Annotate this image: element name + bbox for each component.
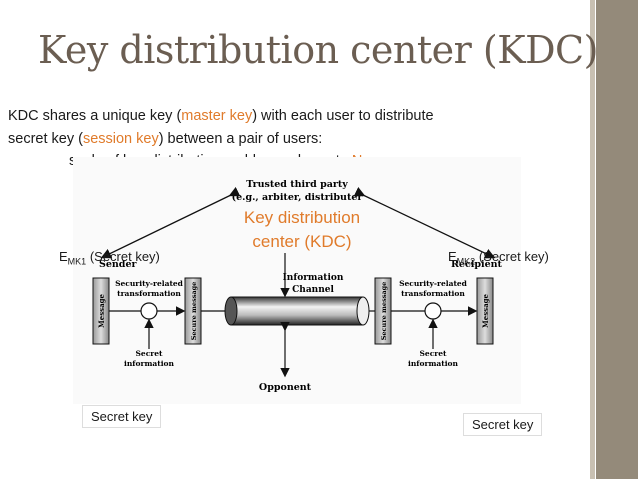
secret-key-left-box: Secret key (82, 405, 162, 428)
trusted-party-label: Trusted third party (246, 179, 348, 190)
sender-transform-node (140, 302, 158, 320)
emk2-suffix: (Secret key) (478, 249, 549, 264)
side-bar (596, 0, 638, 479)
sender-srt-label-2: transformation (117, 289, 181, 298)
sender-secure-message-label: Secure message (190, 282, 198, 341)
line2-text-a: secret key ( (8, 131, 83, 147)
emk1-suffix: (Secret key) (89, 249, 160, 264)
slide-title: Key distribution center (KDC) (38, 28, 598, 72)
recipient-transform-node (424, 302, 442, 320)
arrow-to-sender (100, 186, 241, 259)
line1-text-a: KDC shares a unique key ( (8, 108, 182, 124)
pipe-right-end (356, 296, 370, 326)
line2-text-c: ) between a pair of users: (158, 131, 323, 147)
recipient-message-box (476, 277, 494, 345)
emk2-label: EMK2 (Secret key) (448, 249, 549, 267)
emk1-prefix: E (59, 249, 68, 264)
sender-secret-label-2: information (124, 359, 175, 368)
pipe-left-end (224, 296, 238, 326)
recipient-secret-label-1: Secret (420, 349, 447, 358)
emk2-prefix: E (448, 249, 457, 264)
side-stripe (590, 0, 595, 479)
body-line-2: secret key (session key) between a pair … (8, 131, 322, 147)
diagram-svg: Trusted third party (e.g., arbiter, dist… (92, 179, 503, 393)
network-security-diagram: Trusted third party (e.g., arbiter, dist… (73, 157, 521, 404)
information-channel-pipe (230, 296, 364, 326)
emk1-label: EMK1 (Secret key) (59, 249, 160, 267)
recipient-srt-label-1: Security-related (399, 279, 468, 288)
body-line-1: KDC shares a unique key (master key) wit… (8, 108, 434, 124)
channel-label-1: Information (283, 273, 344, 283)
recipient-message-label: Message (481, 293, 490, 328)
recipient-secret-label-2: information (408, 359, 459, 368)
master-key-term: master key (181, 108, 253, 124)
sender-srt-label-1: Security-related (115, 279, 184, 288)
kdc-label: Key distribution center (KDC) (222, 206, 382, 254)
channel-label-2: Channel (292, 285, 334, 295)
sender-message-label: Message (97, 293, 106, 328)
recipient-srt-label-2: transformation (401, 289, 465, 298)
recipient-secure-message-label: Secure message (380, 282, 388, 341)
trusted-party-sublabel: (e.g., arbiter, distributer (232, 192, 364, 203)
sender-label: Sender (99, 259, 137, 270)
secret-key-right-box: Secret key (463, 413, 543, 436)
recipient-label: Recipient (451, 259, 503, 270)
line1-text-c: ) with each user to distribute (252, 108, 434, 124)
opponent-label: Opponent (259, 382, 312, 393)
emk2-subscript: MK2 (456, 256, 476, 267)
kdc-label-line-2: center (KDC) (252, 232, 352, 251)
session-key-term: session key (82, 131, 159, 147)
kdc-label-line-1: Key distribution (243, 208, 361, 227)
sender-secret-label-1: Secret (136, 349, 163, 358)
arrow-to-recipient (353, 186, 496, 259)
emk1-subscript: MK1 (67, 256, 87, 267)
